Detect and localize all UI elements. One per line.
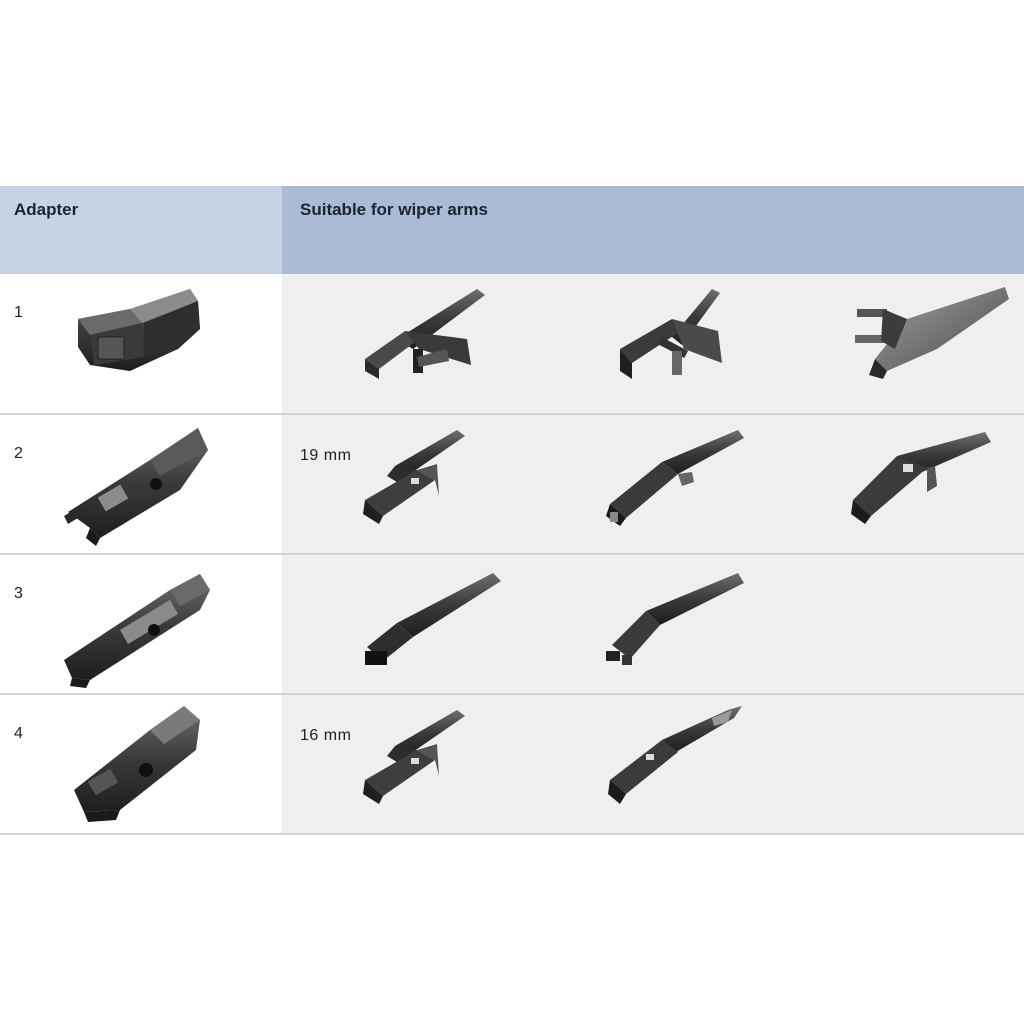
adapter-2-icon	[60, 420, 220, 550]
narrow-hook-arm-icon	[602, 420, 772, 540]
hook-arm-19mm-icon	[357, 420, 527, 540]
row-number: 4	[14, 725, 23, 742]
table-row: 1	[0, 274, 1024, 415]
adapter-3-icon	[60, 560, 220, 690]
hook-arm-16mm-icon	[357, 700, 527, 820]
table-header: Adapter Suitable for wiper arms	[0, 186, 1024, 274]
top-lock-arm-icon	[847, 279, 1017, 399]
arms-cell	[282, 555, 1024, 693]
window-hook-arm-icon	[847, 420, 1017, 540]
adapter-cell: 3	[0, 555, 282, 693]
compatibility-table: Adapter Suitable for wiper arms 1	[0, 186, 1024, 835]
header-adapter: Adapter	[0, 186, 282, 274]
arm-width-label: 19 mm	[300, 447, 352, 464]
arms-cell: 19 mm	[282, 415, 1024, 553]
row-number: 2	[14, 445, 23, 462]
table-row: 4 16 mm	[0, 695, 1024, 835]
table-row: 2 19 mm	[0, 415, 1024, 555]
adapter-cell: 1	[0, 274, 282, 413]
pinch-tab-arm-icon	[602, 563, 772, 683]
adapter-1-icon	[60, 279, 220, 409]
adapter-cell: 4	[0, 695, 282, 833]
hook-arm-tapered-icon	[602, 700, 772, 820]
row-number: 3	[14, 585, 23, 602]
arms-cell	[282, 274, 1024, 413]
hook-arm-icon	[357, 279, 527, 399]
header-wiper-arms: Suitable for wiper arms	[282, 186, 1024, 274]
arms-cell: 16 mm	[282, 695, 1024, 833]
flat-bayonet-arm-icon	[357, 563, 527, 683]
row-number: 1	[14, 304, 23, 321]
arm-width-label: 16 mm	[300, 727, 352, 744]
adapter-cell: 2	[0, 415, 282, 553]
adapter-4-icon	[60, 700, 220, 830]
side-pin-arm-icon	[612, 279, 782, 399]
table-row: 3	[0, 555, 1024, 695]
